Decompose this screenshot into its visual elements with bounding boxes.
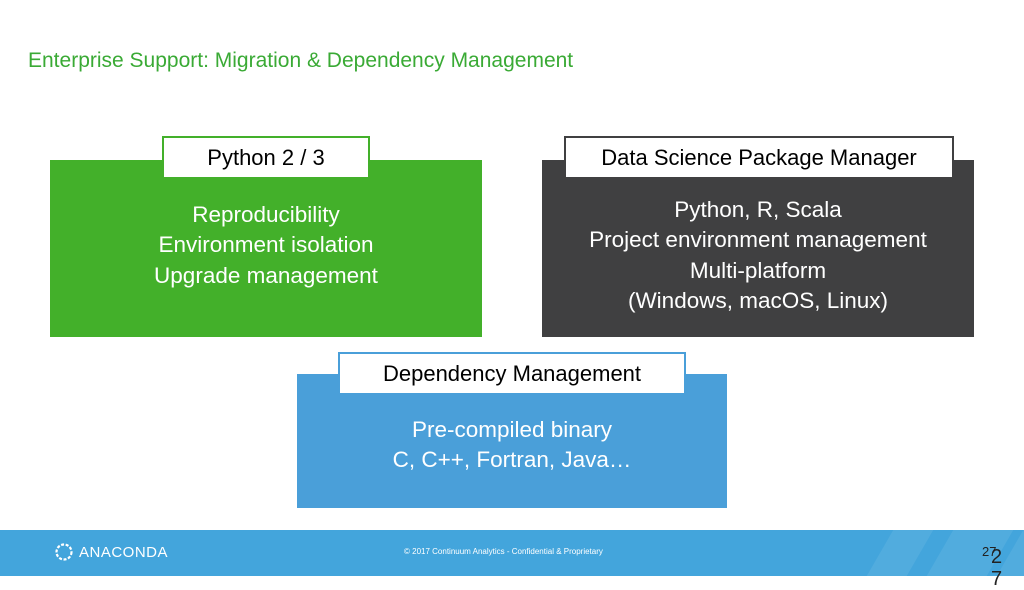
dependency-management-box: Pre-compiled binary C, C++, Fortran, Jav… — [297, 374, 727, 508]
anaconda-logo: ANACONDA — [54, 542, 168, 562]
slide-title: Enterprise Support: Migration & Dependen… — [28, 49, 574, 72]
package-manager-tab: Data Science Package Manager — [564, 136, 954, 179]
python-versions-tab: Python 2 / 3 — [162, 136, 370, 179]
box-line: Python, R, Scala — [674, 196, 842, 222]
page-number-overflow: 27 — [991, 546, 1003, 590]
copyright-text: © 2017 Continuum Analytics - Confidentia… — [404, 547, 603, 556]
box-line: Reproducibility — [192, 201, 340, 227]
box-line: Multi-platform — [689, 257, 827, 283]
footer-stripe — [866, 530, 934, 576]
package-manager-box: Python, R, Scala Project environment man… — [542, 160, 974, 337]
box-line: C, C++, Fortran, Java… — [392, 447, 632, 472]
box-line: Project environment management — [589, 227, 927, 252]
box-line: Pre-compiled binary — [411, 416, 613, 442]
box-line: Environment isolation — [158, 232, 374, 258]
dependency-management-tab: Dependency Management — [338, 352, 686, 395]
footer-bar: ANACONDA © 2017 Continuum Analytics - Co… — [0, 530, 1024, 576]
box-line: Upgrade management — [154, 262, 378, 288]
anaconda-ring-icon — [55, 543, 73, 561]
box-line: (Windows, macOS, Linux) — [627, 288, 889, 313]
python-versions-box: Reproducibility Environment isolation Up… — [50, 160, 482, 337]
page-number: 27 — [982, 544, 997, 559]
logo-text: ANACONDA — [79, 543, 169, 561]
